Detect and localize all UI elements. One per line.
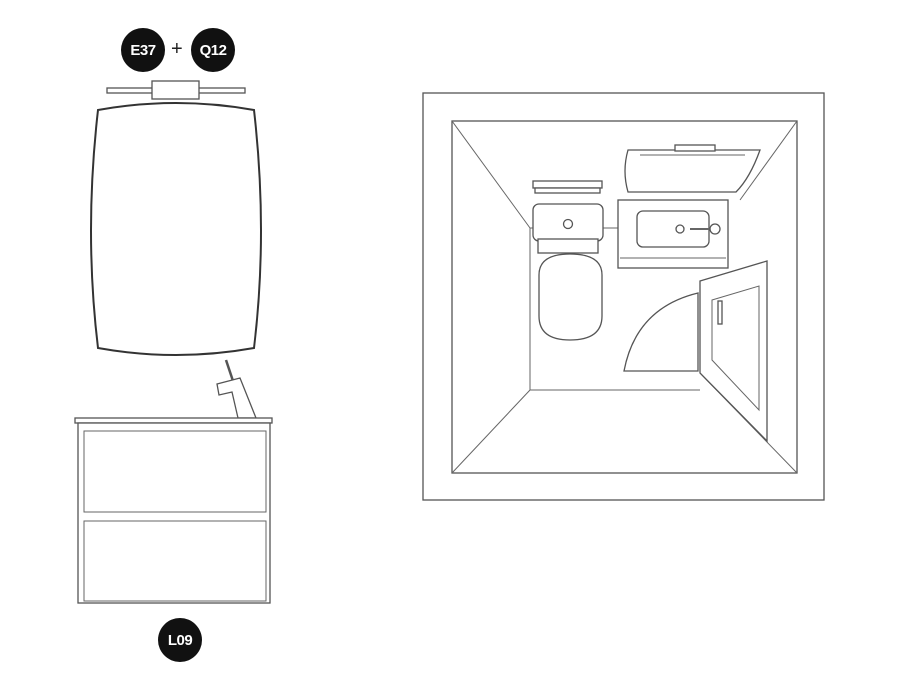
bathroom-floor-plan	[422, 92, 825, 501]
towel-shelf	[532, 180, 603, 194]
mirror-top-view	[624, 144, 761, 193]
faucet	[216, 359, 257, 419]
badge-mirror-code: E37	[121, 28, 165, 72]
toilet	[532, 203, 604, 341]
door	[623, 260, 768, 443]
badge-light-code: Q12	[191, 28, 235, 72]
light-fixture	[106, 80, 246, 100]
mirror	[90, 102, 262, 356]
sink-vanity-top-view	[617, 199, 729, 269]
badge-cabinet-code: L09	[158, 618, 202, 662]
vanity-cabinet	[74, 417, 273, 604]
plus-sign: +	[171, 38, 183, 60]
